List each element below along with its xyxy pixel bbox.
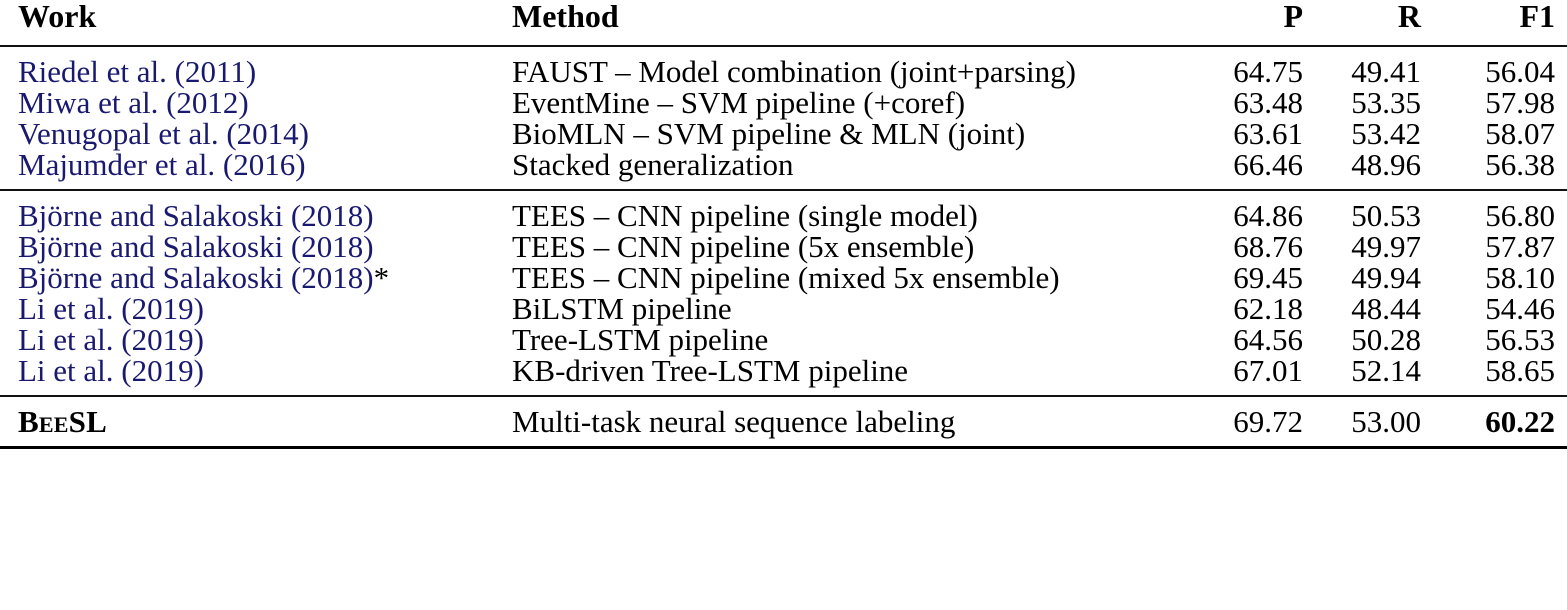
citation-link[interactable]: Majumder et al. (2016) (18, 147, 306, 182)
cell-f1: 58.07 (1485, 116, 1555, 151)
citation-link[interactable]: Li et al. (2019) (18, 353, 204, 388)
table-row: Björne and Salakoski (2018) TEES – CNN pi… (0, 200, 1567, 231)
cell-method: Tree-LSTM pipeline (512, 322, 769, 357)
cell-f1: 60.22 (1485, 404, 1555, 439)
cell-method: TEES – CNN pipeline (single model) (512, 198, 978, 233)
cell-f1: 57.87 (1485, 229, 1555, 264)
cell-precision: 63.48 (1233, 85, 1303, 120)
cell-f1: 56.53 (1485, 322, 1555, 357)
cell-work: Majumder et al. (2016) (0, 149, 487, 180)
cell-f1: 56.04 (1485, 54, 1555, 89)
table-body: Riedel et al. (2011) FAUST – Model combin… (0, 46, 1567, 449)
cell-method: Multi-task neural sequence labeling (512, 404, 956, 439)
column-header-work: Work (18, 0, 97, 34)
cell-recall: 49.41 (1351, 54, 1421, 89)
cell-work: Björne and Salakoski (2018) (0, 200, 487, 231)
cell-precision: 69.45 (1233, 260, 1303, 295)
cell-recall: 53.42 (1351, 116, 1421, 151)
cell-precision: 66.46 (1233, 147, 1303, 182)
table-row: Riedel et al. (2011) FAUST – Model combin… (0, 56, 1567, 87)
cell-method: TEES – CNN pipeline (5x ensemble) (512, 229, 975, 264)
cell-method: KB-driven Tree-LSTM pipeline (512, 353, 909, 388)
cell-recall: 50.28 (1351, 322, 1421, 357)
cell-work: Li et al. (2019) (0, 324, 487, 355)
results-table: Work Method P R F1 Riedel et al. (2011) F… (0, 0, 1567, 449)
table-header: Work Method P R F1 (0, 0, 1567, 47)
cell-precision: 68.76 (1233, 229, 1303, 264)
cell-f1: 57.98 (1485, 85, 1555, 120)
cell-precision: 69.72 (1233, 404, 1303, 439)
table-bottom-rule (0, 445, 1567, 449)
table-row: Miwa et al. (2012) EventMine – SVM pipeli… (0, 87, 1567, 118)
cell-work: Björne and Salakoski (2018)* (0, 262, 487, 293)
cell-precision: 64.86 (1233, 198, 1303, 233)
cell-f1: 54.46 (1485, 291, 1555, 326)
cell-work: BeeSL (0, 406, 487, 437)
table-row: BeeSL Multi-task neural sequence labeling… (0, 406, 1567, 437)
cell-precision: 63.61 (1233, 116, 1303, 151)
cell-recall: 48.44 (1351, 291, 1421, 326)
cell-method: FAUST – Model combination (joint+parsing… (512, 54, 1076, 89)
cell-f1: 56.38 (1485, 147, 1555, 182)
cell-precision: 67.01 (1233, 353, 1303, 388)
cell-recall: 52.14 (1351, 353, 1421, 388)
column-header-method: Method (512, 0, 619, 34)
table-row: Li et al. (2019) BiLSTM pipeline 62.18 48.4… (0, 293, 1567, 324)
cell-work: Li et al. (2019) (0, 293, 487, 324)
cell-work: Li et al. (2019) (0, 355, 487, 386)
cell-work: Riedel et al. (2011) (0, 56, 487, 87)
column-header-r: R (1397, 0, 1421, 34)
cell-recall: 48.96 (1351, 147, 1421, 182)
table-row: Majumder et al. (2016) Stacked generaliza… (0, 149, 1567, 180)
cell-method: Stacked generalization (512, 147, 794, 182)
cell-precision: 64.56 (1233, 322, 1303, 357)
cell-work: Venugopal et al. (2014) (0, 118, 487, 149)
cell-recall: 49.97 (1351, 229, 1421, 264)
cell-method: EventMine – SVM pipeline (+coref) (512, 85, 966, 120)
footnote-marker: * (373, 260, 390, 295)
citation-link[interactable]: Li et al. (2019) (18, 322, 204, 357)
cell-precision: 64.75 (1233, 54, 1303, 89)
cell-method: BiLSTM pipeline (512, 291, 732, 326)
cell-recall: 49.94 (1351, 260, 1421, 295)
cell-f1: 58.10 (1485, 260, 1555, 295)
table-row: Björne and Salakoski (2018)* TEES – CNN p… (0, 262, 1567, 293)
cell-work: Björne and Salakoski (2018) (0, 231, 487, 262)
citation-link[interactable]: Björne and Salakoski (2018) (18, 229, 374, 264)
cell-method: TEES – CNN pipeline (mixed 5x ensemble) (512, 260, 1060, 295)
table-row: Venugopal et al. (2014) BioMLN – SVM pipe… (0, 118, 1567, 149)
cell-recall: 53.35 (1351, 85, 1421, 120)
citation-link[interactable]: Miwa et al. (2012) (18, 85, 249, 120)
table-row: Li et al. (2019) Tree-LSTM pipeline 64.56 5… (0, 324, 1567, 355)
table-row: Björne and Salakoski (2018) TEES – CNN pi… (0, 231, 1567, 262)
cell-f1: 58.65 (1485, 353, 1555, 388)
citation-link[interactable]: Riedel et al. (2011) (18, 54, 257, 89)
column-header-f1: F1 (1519, 0, 1555, 34)
cell-f1: 56.80 (1485, 198, 1555, 233)
system-name: BeeSL (18, 404, 107, 439)
citation-link[interactable]: Li et al. (2019) (18, 291, 204, 326)
citation-link[interactable]: Björne and Salakoski (2018) (18, 198, 374, 233)
table-row: Li et al. (2019) KB-driven Tree-LSTM pipe… (0, 355, 1567, 386)
citation-link[interactable]: Venugopal et al. (2014) (18, 116, 309, 151)
cell-recall: 50.53 (1351, 198, 1421, 233)
header-row: Work Method P R F1 (0, 0, 1567, 45)
cell-work: Miwa et al. (2012) (0, 87, 487, 118)
citation-link[interactable]: Björne and Salakoski (2018) (18, 260, 374, 295)
cell-method: BioMLN – SVM pipeline & MLN (joint) (512, 116, 1026, 151)
cell-recall: 53.00 (1351, 404, 1421, 439)
column-header-p: P (1283, 0, 1303, 34)
cell-precision: 62.18 (1233, 291, 1303, 326)
